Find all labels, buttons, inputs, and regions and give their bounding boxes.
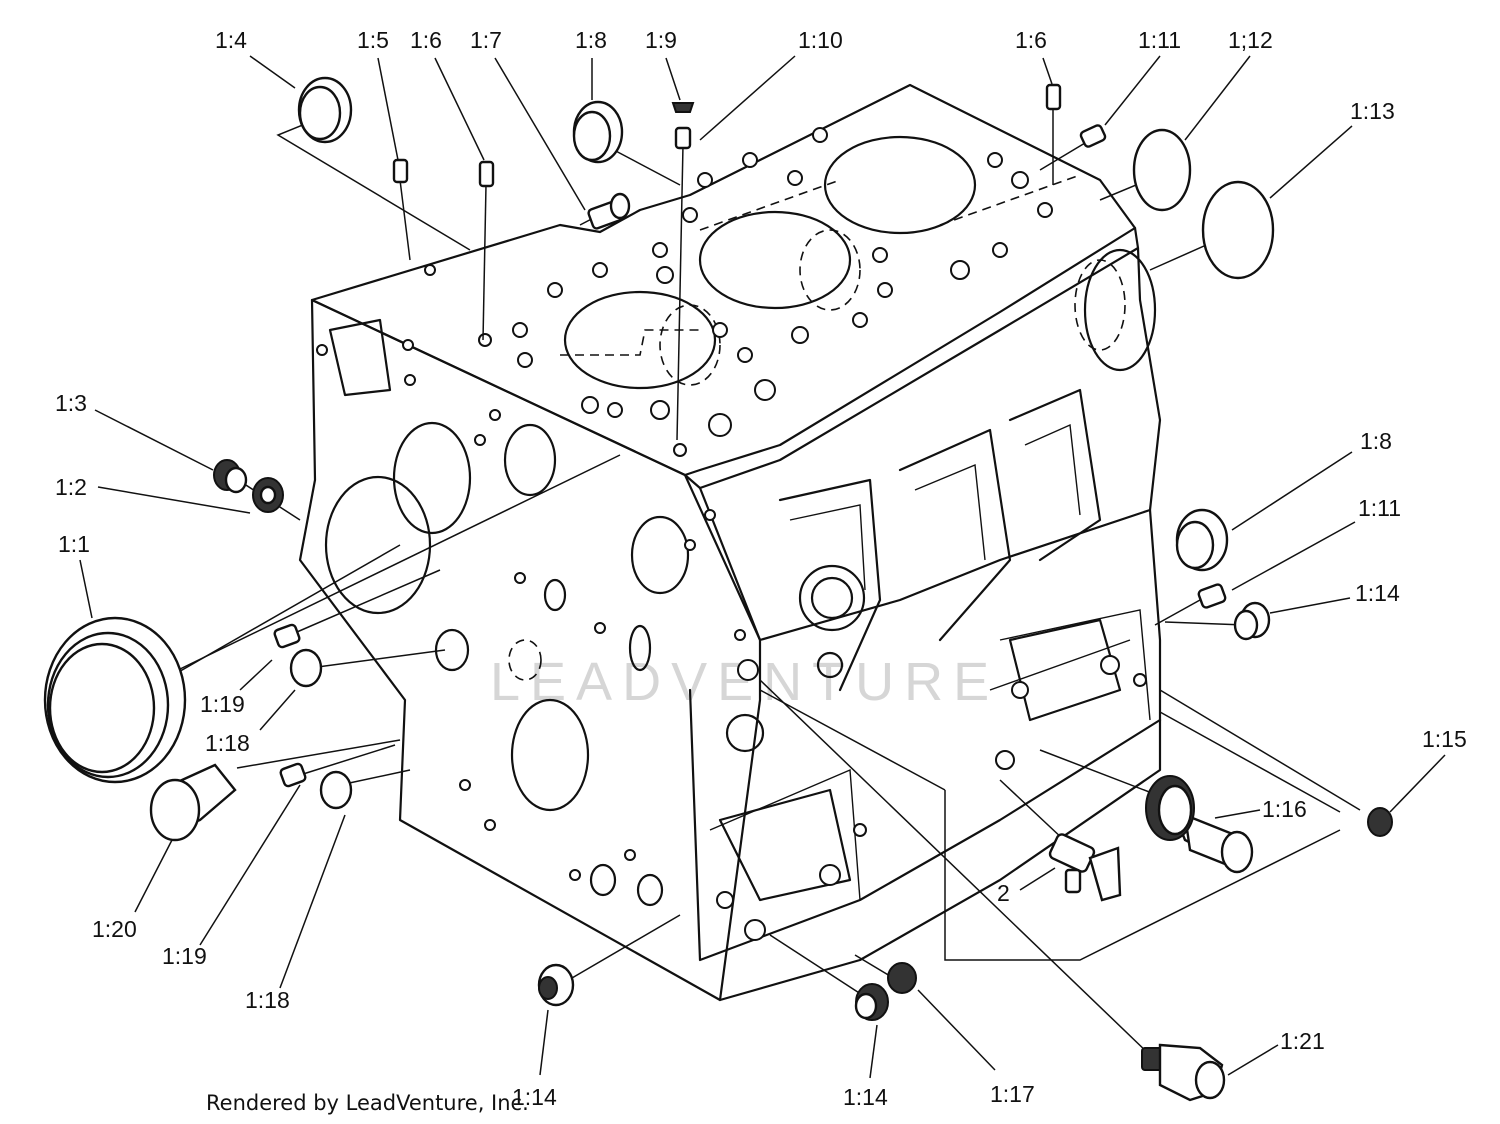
callout-1-18: 1:18 (205, 730, 250, 756)
part-1-14a (1233, 601, 1271, 641)
callout-1-19: 1:19 (200, 691, 245, 717)
callout-1-14-bottom-right: 1:14 (843, 1084, 888, 1110)
part-1-17 (887, 962, 917, 994)
callout-1-10: 1:10 (798, 27, 843, 53)
part-1-14b (537, 963, 575, 1007)
part-1-8a (572, 100, 624, 164)
part-1-10 (674, 126, 692, 150)
callout-1-8: 1:8 (575, 27, 607, 53)
bore-hidden-1 (799, 229, 861, 311)
callout-1-17: 1:17 (990, 1081, 1035, 1107)
part-2 (1048, 833, 1122, 902)
crankcase-rib-details (789, 423, 1081, 591)
callout-1-3: 1:3 (55, 390, 87, 416)
part-1-19a (273, 623, 301, 649)
balancer-bore (510, 698, 590, 812)
assembly-lines (59, 108, 1361, 1056)
callout-1-14-bottom-left: 1:14 (512, 1084, 557, 1110)
front-breather (328, 318, 392, 397)
callout-1-2: 1:2 (55, 474, 87, 500)
callout-2: 2 (997, 880, 1010, 906)
part-1-5 (392, 158, 409, 184)
part-1-1 (43, 616, 187, 784)
right-side-details (716, 564, 1147, 941)
bore-hidden-2 (659, 304, 721, 386)
callout-labels: 1:4 1:5 1:6 1:7 1:8 1:9 1:10 1:6 1:11 1;… (55, 27, 1467, 1110)
watermark: LEADVENTURE (490, 652, 999, 712)
crank-bore-front (324, 475, 432, 615)
part-1-16 (1145, 775, 1254, 874)
callout-1-19-lower: 1:19 (162, 943, 207, 969)
part-1-21 (1141, 1043, 1226, 1102)
cylinder-bores (560, 135, 1081, 390)
cam-bore (392, 421, 472, 535)
cylinder-block (298, 83, 1162, 1002)
callout-1-16: 1:16 (1262, 796, 1307, 822)
part-1-11a (1079, 124, 1107, 148)
callout-1-11-right: 1:11 (1358, 495, 1401, 521)
part-1-15 (1367, 807, 1393, 837)
part-1-19b (279, 762, 307, 788)
callout-1-11: 1:11 (1138, 27, 1181, 53)
front-face-holes (316, 318, 746, 907)
axis-1-4 (276, 117, 471, 251)
part-1-6a (478, 160, 495, 188)
part-1-12 (1132, 128, 1192, 212)
callout-1-12: 1;12 (1228, 27, 1273, 53)
part-1-18a (289, 648, 323, 688)
callout-1-18-lower: 1:18 (245, 987, 290, 1013)
side-face-lower (718, 508, 1162, 1002)
part-1-7 (587, 192, 631, 230)
callout-1-20: 1:20 (92, 916, 137, 942)
part-1-9 (671, 102, 695, 113)
oil-pan-flange (688, 688, 1162, 962)
front-face (298, 298, 762, 1002)
part-1-14c (854, 983, 889, 1021)
front-mount-pad (718, 788, 852, 902)
top-deck (310, 83, 1137, 477)
credit-text: Rendered by LeadVenture, Inc. (206, 1091, 529, 1115)
callout-1-8-right: 1:8 (1360, 428, 1392, 454)
cylinder-bore-3 (563, 290, 717, 390)
callout-1-4: 1:4 (215, 27, 247, 53)
callout-1-15: 1:15 (1422, 726, 1467, 752)
callout-1-5: 1:5 (357, 27, 389, 53)
callout-1-6-right: 1:6 (1015, 27, 1047, 53)
part-1-3 (213, 459, 248, 494)
callout-1-14-right: 1:14 (1355, 580, 1400, 606)
pump-bore (630, 515, 690, 595)
part-1-4 (297, 76, 353, 144)
callout-1-21: 1:21 (1280, 1028, 1325, 1054)
oil-filter-boss (798, 564, 866, 632)
part-1-2 (252, 477, 284, 513)
callout-1-6: 1:6 (410, 27, 442, 53)
side-face-upper (698, 246, 1162, 642)
oil-bore (434, 628, 470, 672)
part-1-18b (319, 770, 353, 810)
cylinder-bore-2 (698, 210, 852, 310)
crankcase-ribs (778, 388, 1102, 692)
part-1-6b (1045, 83, 1062, 111)
part-1-20 (149, 763, 237, 842)
parts (43, 76, 1393, 1102)
callout-1-9: 1:9 (645, 27, 677, 53)
callout-leaders (79, 55, 1446, 1079)
part-1-13 (1201, 180, 1275, 280)
idler-bore (503, 423, 557, 497)
callout-1-13: 1:13 (1350, 98, 1395, 124)
side-bore-hidden (1074, 259, 1126, 351)
part-1-8b (1175, 508, 1229, 572)
side-bore (1083, 248, 1157, 372)
oil-bore-hidden (508, 639, 542, 681)
callout-1-7: 1:7 (470, 27, 502, 53)
cylinder-bore-1 (823, 135, 977, 235)
deck-holes (424, 127, 1053, 457)
part-1-11b (1197, 583, 1227, 609)
deck-edge (683, 226, 1140, 490)
callout-1-1: 1:1 (58, 531, 90, 557)
bore-hidden-lines (560, 174, 1081, 356)
